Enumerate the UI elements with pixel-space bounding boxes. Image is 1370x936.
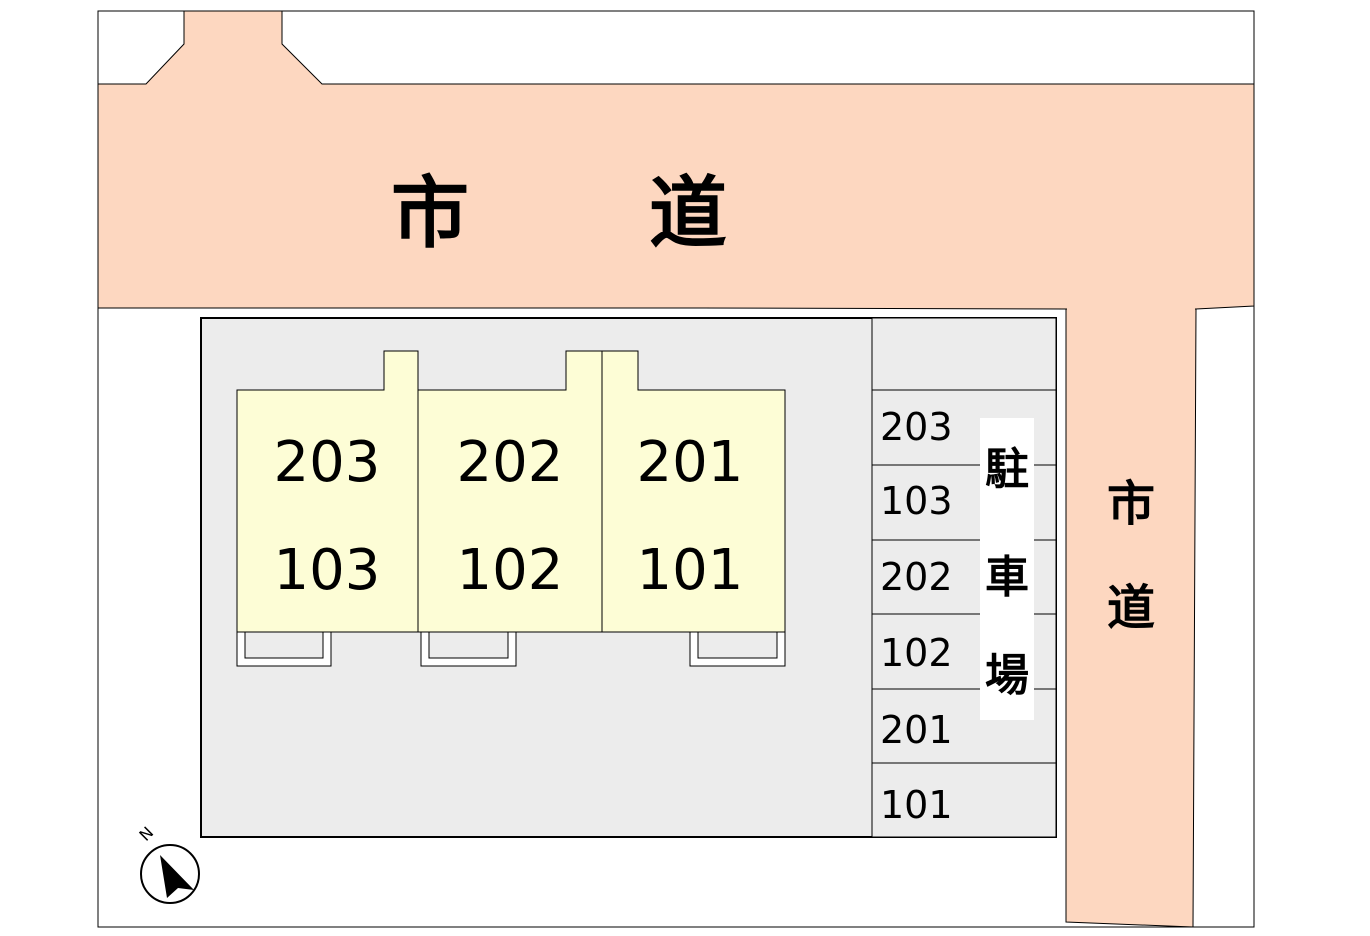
unit-label-201: 201 (637, 430, 744, 495)
road-junction (1067, 300, 1195, 312)
apartment-building (236, 350, 786, 667)
north-arrow-icon: N (135, 823, 200, 904)
unit-label-102: 102 (457, 538, 564, 603)
parking-spot-203: 203 (880, 405, 953, 449)
north-road-label-1: 市 (391, 169, 469, 259)
parking-title-box (980, 418, 1034, 720)
east-road-label-1: 市 (1107, 476, 1155, 532)
balcony-left (236, 631, 332, 667)
unit-block-201-101 (601, 350, 786, 633)
parking-spot-202: 202 (880, 555, 953, 599)
unit-label-101: 101 (637, 538, 744, 603)
parking-spot-201: 201 (880, 708, 953, 752)
parking-spot-103: 103 (880, 479, 953, 523)
parking-title-char-3: 場 (985, 650, 1029, 701)
east-road-label-2: 道 (1107, 580, 1155, 636)
parking-spot-102: 102 (880, 631, 953, 675)
balcony-right (689, 631, 786, 667)
north-road (97, 10, 1255, 310)
unit-label-203: 203 (274, 430, 381, 495)
unit-label-202: 202 (457, 430, 564, 495)
parking-title-char-1: 駐 (985, 444, 1029, 495)
balcony-middle (420, 631, 517, 667)
parking-spot-101: 101 (880, 783, 953, 827)
unit-label-103: 103 (274, 538, 381, 603)
north-road-label-2: 道 (649, 169, 727, 259)
parking-title-char-2: 車 (985, 552, 1029, 603)
